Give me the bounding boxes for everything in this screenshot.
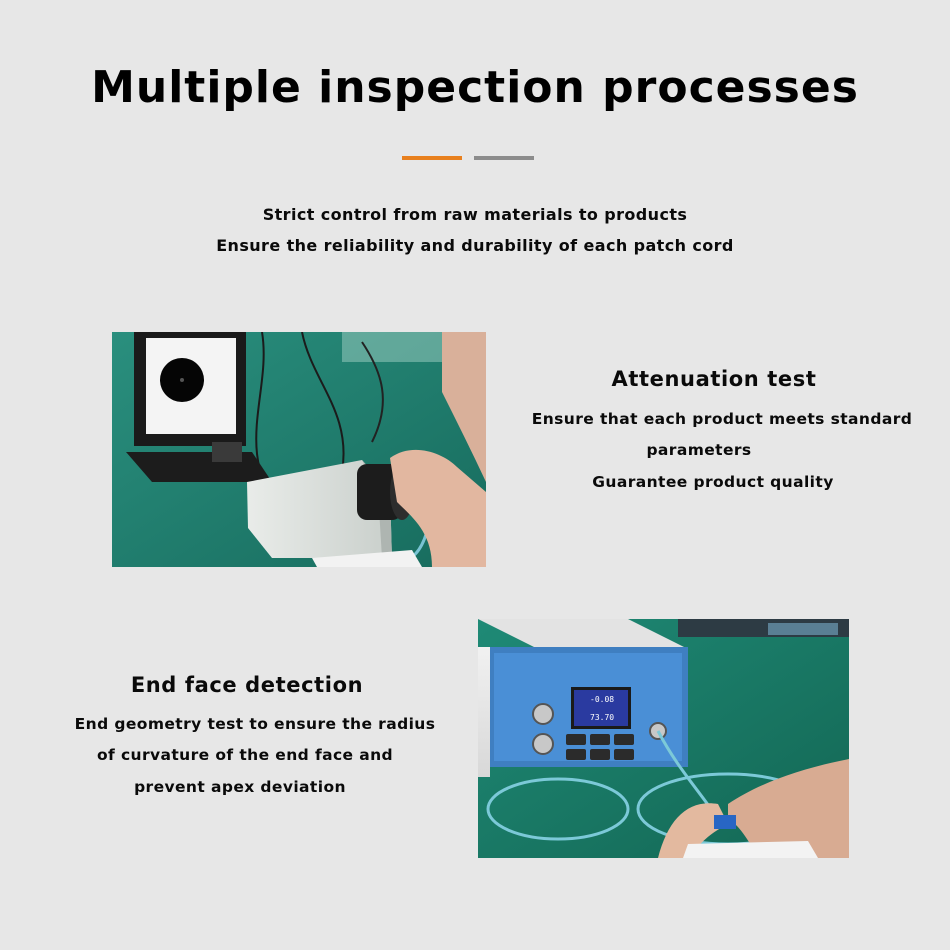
attenuation-line-2: parameters: [646, 441, 752, 459]
end-face-line-1: End geometry test to ensure the radius: [74, 715, 436, 733]
accent-bar-orange: [402, 156, 462, 160]
end-face-line-3: prevent apex deviation: [134, 778, 346, 796]
end-face-line-2: of curvature of the end face and: [96, 746, 394, 764]
display-reading-2: 73.70: [590, 713, 614, 722]
page-title: Multiple inspection processes: [91, 62, 859, 113]
attenuation-line-1: Ensure that each product meets standard: [531, 410, 913, 428]
accent-bar-gray: [474, 156, 534, 160]
subtitle-line-2: Ensure the reliability and durability of…: [216, 236, 734, 255]
display-reading-1: -0.08: [590, 695, 614, 704]
attenuation-line-3: Guarantee product quality: [592, 473, 834, 491]
end-face-detection-photo: -0.08 73.70: [478, 619, 849, 858]
end-face-detection-heading: End face detection: [130, 673, 364, 697]
attenuation-test-heading: Attenuation test: [611, 367, 817, 391]
attenuation-test-photo: [112, 332, 486, 567]
subtitle-line-1: Strict control from raw materials to pro…: [262, 205, 688, 224]
